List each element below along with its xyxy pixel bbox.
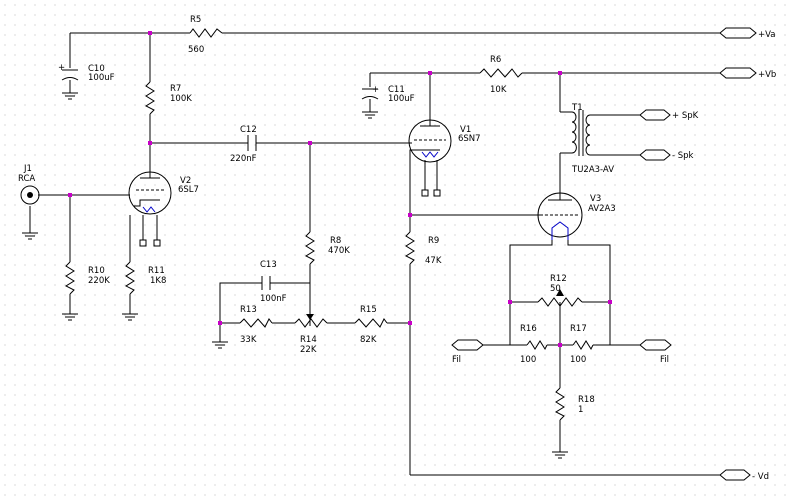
capacitor-c10: + C10 100uF <box>58 63 115 83</box>
svg-text:R6: R6 <box>490 55 501 65</box>
svg-text:R17: R17 <box>570 324 587 334</box>
svg-text:220K: 220K <box>88 276 110 286</box>
svg-text:100: 100 <box>520 355 536 365</box>
svg-text:Fil: Fil <box>452 355 461 365</box>
tube-v2: V2 6SL7 <box>128 168 199 247</box>
svg-text:V3: V3 <box>590 194 601 204</box>
resistor-r10: R10 220K <box>64 261 110 295</box>
svg-text:100nF: 100nF <box>260 294 287 304</box>
port-vb: +Vb <box>719 67 776 80</box>
potentiometer-r12: R12 50 <box>537 274 583 307</box>
svg-text:+Va: +Va <box>758 30 776 40</box>
svg-text:50: 50 <box>550 284 561 294</box>
resistor-r16: R16 100 <box>520 324 548 365</box>
svg-text:C11: C11 <box>388 85 405 95</box>
svg-text:R12: R12 <box>550 274 567 284</box>
junction-nodes <box>68 31 612 347</box>
svg-text:100uF: 100uF <box>88 73 115 83</box>
svg-text:- Spk: - Spk <box>672 151 694 161</box>
svg-text:T1: T1 <box>571 103 583 113</box>
resistor-r13: R13 33K <box>239 305 273 345</box>
svg-text:R10: R10 <box>88 266 105 276</box>
resistor-r15: R15 82K <box>354 305 388 345</box>
svg-text:R9: R9 <box>428 236 439 246</box>
svg-text:TU2A3-AV: TU2A3-AV <box>571 165 614 175</box>
resistor-r8: R8 470K <box>304 231 350 265</box>
svg-text:47K: 47K <box>425 256 442 266</box>
capacitor-c12: C12 220nF <box>230 125 257 164</box>
potentiometer-r14: R14 22K <box>294 314 328 355</box>
tube-v3: V3 AV2A3 <box>537 192 616 240</box>
svg-text:560: 560 <box>188 45 204 55</box>
port-fil-right: Fil <box>639 339 672 365</box>
svg-text:R8: R8 <box>330 236 341 246</box>
resistor-r6: R6 10K <box>479 55 523 95</box>
svg-text:+Vb: +Vb <box>758 70 776 80</box>
svg-text:+: + <box>58 63 65 73</box>
svg-text:+: + <box>372 85 379 95</box>
svg-text:1K8: 1K8 <box>150 276 166 286</box>
port-spk-pos: + SpK <box>639 109 699 121</box>
svg-text:R11: R11 <box>148 266 165 276</box>
svg-text:10K: 10K <box>490 85 507 95</box>
svg-text:Fil: Fil <box>660 355 669 365</box>
svg-text:AV2A3: AV2A3 <box>588 204 616 214</box>
svg-text:1: 1 <box>578 405 583 415</box>
ground-symbols <box>22 92 568 459</box>
capacitor-c11: + C11 100uF <box>361 85 415 104</box>
svg-text:6SL7: 6SL7 <box>178 185 199 195</box>
rca-jack-j1: J1 RCA <box>18 164 40 205</box>
svg-text:22K: 22K <box>300 345 317 355</box>
svg-text:6SN7: 6SN7 <box>458 134 481 144</box>
svg-text:R7: R7 <box>170 84 181 94</box>
svg-text:- Vd: - Vd <box>752 472 769 482</box>
svg-text:100: 100 <box>570 355 586 365</box>
svg-text:470K: 470K <box>328 246 350 256</box>
svg-text:V2: V2 <box>180 176 191 186</box>
tube-v1: V1 6SN7 <box>408 118 481 197</box>
svg-text:R18: R18 <box>578 395 595 405</box>
resistor-r11: R11 1K8 <box>124 261 166 295</box>
transformer-t1: T1 TU2A3-AV <box>571 103 614 175</box>
svg-text:R16: R16 <box>520 324 537 334</box>
svg-text:R14: R14 <box>300 335 317 345</box>
svg-text:V1: V1 <box>460 125 471 135</box>
svg-text:C12: C12 <box>240 125 257 135</box>
resistor-r18: R18 1 <box>554 387 595 421</box>
svg-text:RCA: RCA <box>18 174 35 184</box>
svg-text:J1: J1 <box>23 164 32 174</box>
port-vd: - Vd <box>719 469 769 482</box>
svg-text:+ SpK: + SpK <box>672 111 699 121</box>
svg-text:R13: R13 <box>240 305 257 315</box>
svg-text:82K: 82K <box>360 335 377 345</box>
svg-text:220nF: 220nF <box>230 154 257 164</box>
svg-text:C10: C10 <box>88 64 105 74</box>
resistor-r17: R17 100 <box>570 324 594 365</box>
port-va: +Va <box>719 27 776 40</box>
port-fil-left: Fil <box>451 339 484 365</box>
port-spk-neg: - Spk <box>639 149 694 161</box>
svg-text:33K: 33K <box>240 335 257 345</box>
capacitor-c13: C13 100nF <box>260 260 287 304</box>
svg-text:C13: C13 <box>260 260 277 270</box>
resistor-r5: R5 560 <box>188 15 223 55</box>
resistor-r7: R7 100K <box>144 81 192 115</box>
svg-text:R15: R15 <box>360 305 377 315</box>
svg-text:100K: 100K <box>170 94 192 104</box>
svg-text:R5: R5 <box>190 15 201 25</box>
wires <box>29 32 720 476</box>
svg-text:100uF: 100uF <box>388 94 415 104</box>
resistor-r9: R9 47K <box>404 231 442 266</box>
